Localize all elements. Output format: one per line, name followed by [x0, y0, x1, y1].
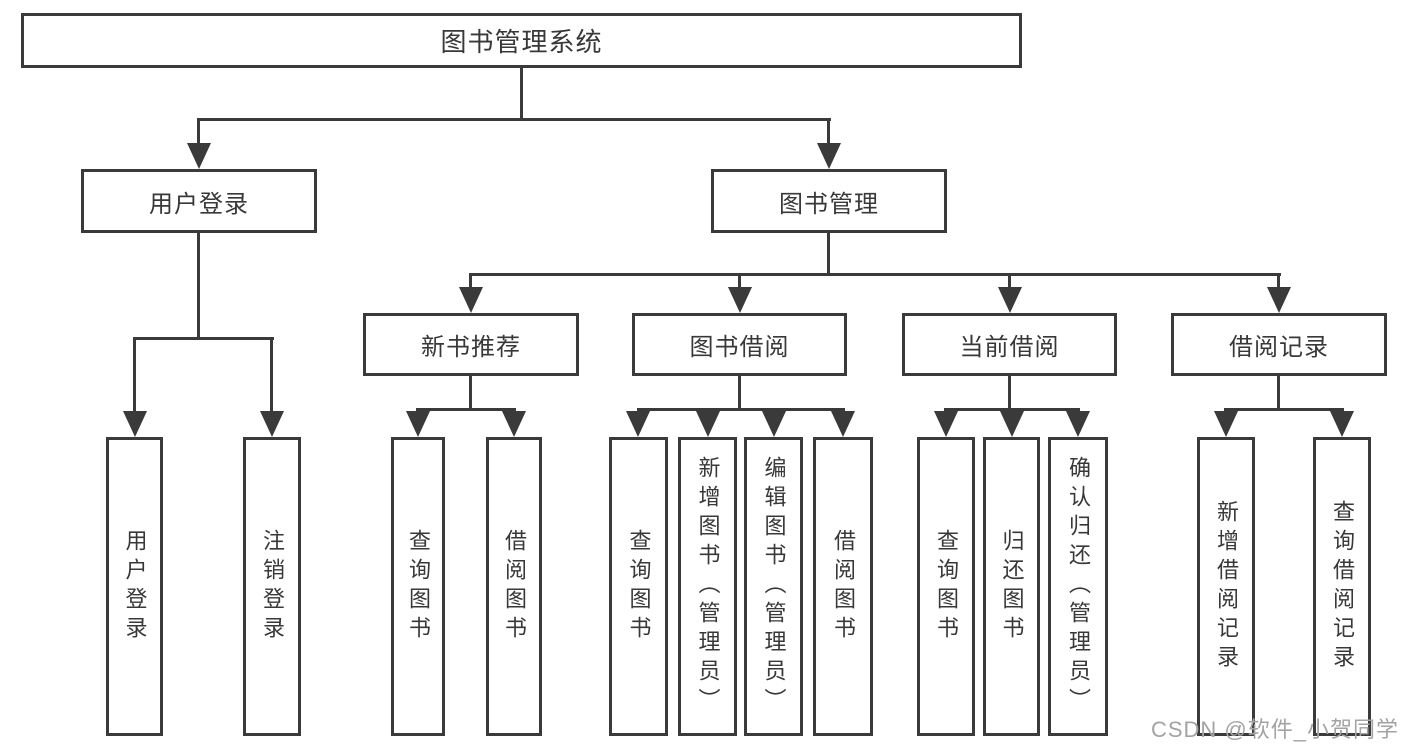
connector-borrow-record-trunk [1277, 376, 1280, 411]
arrow-down-icon [1267, 287, 1291, 313]
arrow-down-icon [1214, 411, 1238, 437]
connector-user-login-bar [133, 337, 274, 340]
arrow-down-icon [762, 411, 786, 437]
connector-level2-bar [469, 273, 1281, 276]
connector-stem [197, 118, 200, 148]
arrow-down-icon [1330, 411, 1354, 437]
arrow-down-icon [998, 287, 1022, 313]
node-user-login-leaf: 用户登录 [106, 437, 163, 736]
connector-new-book-rec-bar [416, 408, 516, 411]
node-bb-edit-book: 编辑图书（管理员） [744, 437, 803, 736]
connector-new-book-rec-trunk [469, 376, 472, 411]
arrow-down-icon [502, 411, 526, 437]
node-new-book-rec: 新书推荐 [363, 313, 579, 376]
node-rec-query-book: 查询图书 [391, 437, 445, 736]
arrow-down-icon [123, 411, 147, 437]
node-br-add-record: 新增借阅记录 [1197, 437, 1255, 736]
connector-stem [1277, 273, 1280, 291]
connector-level1-bar [197, 118, 831, 121]
node-book-borrow: 图书借阅 [632, 313, 847, 376]
node-current-borrow-label: 当前借阅 [959, 334, 1060, 361]
connector-stem [827, 118, 830, 148]
csdn-watermark: CSDN @软件_小贺同学 [1150, 717, 1399, 742]
connector-current-borrow-trunk [1008, 376, 1011, 411]
node-bb-add-book: 新增图书（管理员） [678, 437, 737, 736]
node-user-login: 用户登录 [81, 169, 317, 233]
arrow-down-icon [406, 411, 430, 437]
arrow-down-icon [831, 411, 855, 437]
arrow-down-icon [187, 143, 211, 169]
connector-stem [738, 273, 741, 291]
node-root-label: 图书管理系统 [440, 27, 603, 57]
node-borrow-record-label: 借阅记录 [1229, 334, 1329, 361]
arrow-down-icon [817, 143, 841, 169]
node-logout: 注销登录 [243, 437, 301, 736]
connector-user-login-trunk [197, 233, 200, 340]
arrow-down-icon [459, 287, 483, 313]
node-book-borrow-label: 图书借阅 [689, 334, 790, 361]
connector-stem [133, 337, 136, 415]
node-cb-return-book: 归还图书 [983, 437, 1040, 736]
node-new-book-rec-label: 新书推荐 [421, 334, 521, 361]
arrow-down-icon [728, 287, 752, 313]
connector-book-borrow-trunk [738, 376, 741, 411]
arrow-down-icon [696, 411, 720, 437]
arrow-down-icon [1000, 411, 1024, 437]
node-book-mgmt: 图书管理 [711, 169, 947, 233]
arrow-down-icon [626, 411, 650, 437]
node-bb-query-book: 查询图书 [609, 437, 668, 736]
arrow-down-icon [934, 411, 958, 437]
node-cb-confirm-return: 确认归还（管理员） [1048, 437, 1108, 736]
connector-book-mgmt-trunk [827, 233, 830, 276]
node-user-login-label: 用户登录 [149, 190, 249, 218]
node-bb-borrow-book: 借阅图书 [813, 437, 873, 736]
node-book-mgmt-label: 图书管理 [779, 190, 879, 218]
connector-book-borrow-bar [637, 408, 845, 411]
arrow-down-icon [1066, 411, 1090, 437]
connector-borrow-record-bar [1224, 408, 1344, 411]
node-rec-borrow-book: 借阅图书 [486, 437, 542, 736]
arrow-down-icon [260, 411, 284, 437]
connector-stem [469, 273, 472, 291]
connector-root-trunk [520, 68, 523, 121]
node-current-borrow: 当前借阅 [902, 313, 1117, 376]
connector-stem [1008, 273, 1011, 291]
node-cb-query-book: 查询图书 [917, 437, 975, 736]
node-root: 图书管理系统 [21, 13, 1022, 68]
node-borrow-record: 借阅记录 [1171, 313, 1387, 376]
connector-stem [270, 337, 273, 415]
node-br-query-record: 查询借阅记录 [1313, 437, 1371, 736]
